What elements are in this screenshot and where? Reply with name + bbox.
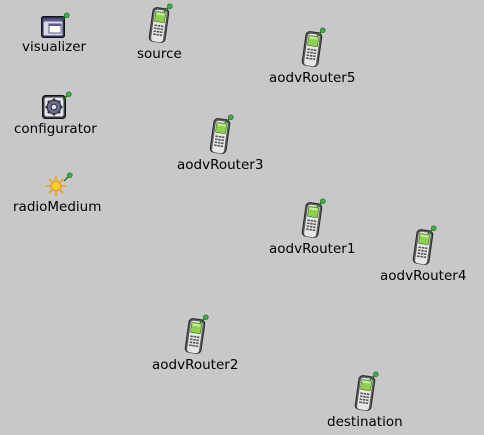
mobile-phone-icon [300,27,324,69]
module-radiomedium[interactable]: radioMedium [13,174,101,215]
node-aodvrouter1[interactable]: aodvRouter1 [269,198,355,257]
sun-icon [42,174,72,198]
mobile-phone-icon [183,314,207,356]
mobile-phone-icon [353,371,377,413]
module-label: visualizer [22,39,87,55]
node-aodvrouter3[interactable]: aodvRouter3 [177,114,263,173]
node-label: aodvRouter5 [269,70,356,86]
node-label: aodvRouter3 [177,157,264,173]
node-label: source [137,46,182,62]
visualizer-window-icon [39,14,69,38]
node-destination[interactable]: destination [327,371,403,430]
module-label: radioMedium [13,199,102,215]
mobile-phone-icon [208,114,232,156]
node-label: destination [327,414,403,430]
module-configurator[interactable]: configurator [14,94,97,137]
node-aodvrouter5[interactable]: aodvRouter5 [269,27,355,86]
node-aodvrouter4[interactable]: aodvRouter4 [380,225,466,284]
module-label: configurator [14,121,97,137]
mobile-phone-icon [147,3,171,45]
module-visualizer[interactable]: visualizer [22,14,86,55]
node-aodvrouter2[interactable]: aodvRouter2 [152,314,238,373]
gear-icon [40,94,70,120]
node-source[interactable]: source [137,3,182,62]
node-label: aodvRouter1 [269,241,356,257]
node-label: aodvRouter2 [152,357,239,373]
mobile-phone-icon [300,198,324,240]
node-label: aodvRouter4 [380,268,467,284]
mobile-phone-icon [411,225,435,267]
